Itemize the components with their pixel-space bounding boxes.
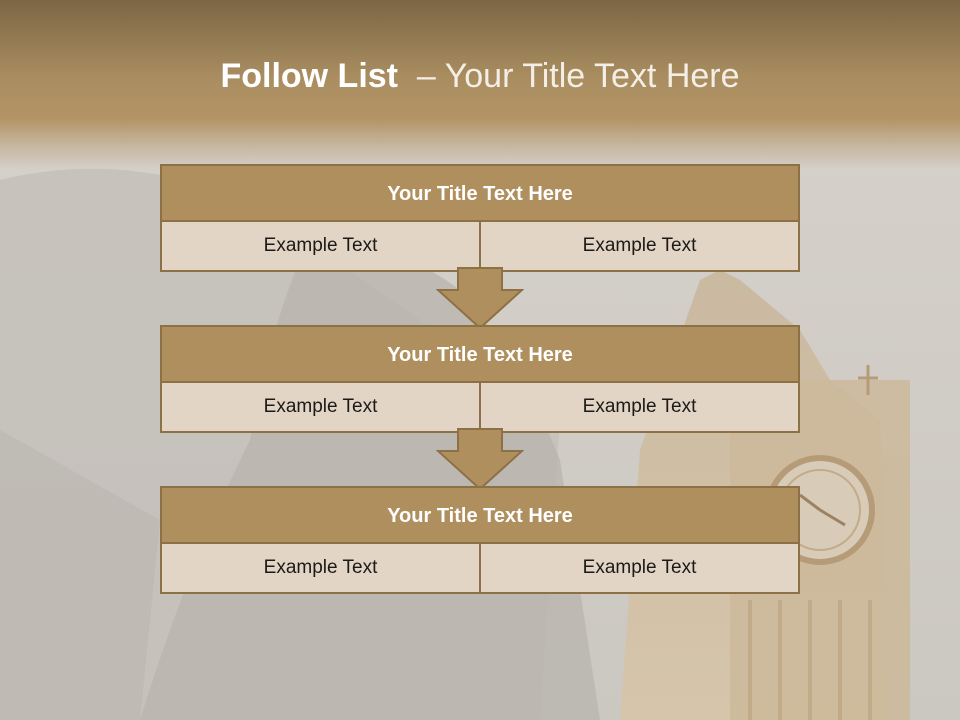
step-block-1: Your Title Text Here Example Text Exampl…	[160, 164, 800, 272]
step-right-text: Example Text	[479, 383, 798, 431]
step-block-3: Your Title Text Here Example Text Exampl…	[160, 486, 800, 594]
step-row: Example Text Example Text	[162, 544, 798, 592]
step-title: Your Title Text Here	[162, 488, 798, 544]
down-arrow-icon	[436, 267, 524, 330]
step-left-text: Example Text	[263, 557, 378, 578]
slide-title: Follow List – Your Title Text Here	[0, 52, 960, 100]
step-row: Example Text Example Text	[162, 222, 798, 270]
step-right-text: Example Text	[479, 222, 798, 270]
step-left-text: Example Text	[263, 235, 378, 256]
step-block-2: Your Title Text Here Example Text Exampl…	[160, 325, 800, 433]
slide-title-bold: Follow List	[220, 57, 399, 95]
step-title: Your Title Text Here	[162, 166, 798, 222]
step-right-text: Example Text	[479, 544, 798, 592]
slide-title-dash: –	[416, 57, 436, 95]
step-row: Example Text Example Text	[162, 383, 798, 431]
header-band	[0, 0, 960, 170]
slide-title-rest: Your Title Text Here	[444, 57, 740, 95]
step-left-text: Example Text	[263, 396, 378, 417]
down-arrow-icon	[436, 428, 524, 491]
step-title: Your Title Text Here	[162, 327, 798, 383]
